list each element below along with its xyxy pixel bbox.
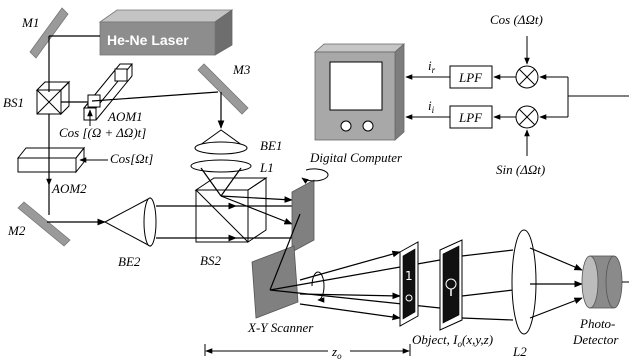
lpf-top-label: LPF (458, 70, 483, 85)
l2-label: L2 (512, 344, 527, 359)
aom2-drive-label: Cos[Ωt] (110, 151, 153, 166)
bs1-label: BS1 (3, 95, 24, 110)
photodetector-label-2: Detector (572, 332, 619, 347)
be2-label: BE2 (118, 254, 141, 269)
multiplier-top (516, 66, 538, 88)
l1-label: L1 (259, 160, 274, 175)
object-label: Object, Io(x,y,z) (412, 332, 493, 349)
mirror-m2 (18, 202, 70, 246)
m1-label: M1 (21, 15, 39, 30)
xy-scanner (252, 169, 328, 318)
scanner-label: X-Y Scanner (247, 320, 314, 335)
aom1-label: AOM1 (107, 109, 143, 124)
lpf-bottom: LPF (450, 106, 492, 128)
beam-expander-be1 (195, 130, 247, 154)
sin-dw-label: Sin (ΔΩt) (496, 162, 545, 177)
object-plates: 1 (400, 240, 462, 330)
z0-label: zo (331, 344, 342, 361)
aom2-label: AOM2 (51, 181, 87, 196)
m2-label: M2 (7, 223, 26, 238)
beamsplitter-bs1 (37, 82, 69, 114)
digital-computer (315, 44, 404, 140)
photodetector-label-1: Photo- (579, 316, 615, 331)
m3-label: M3 (232, 62, 251, 77)
be1-label: BE1 (260, 138, 282, 153)
multiplier-bottom (516, 106, 538, 128)
lpf-top: LPF (450, 66, 492, 88)
ii-label: ii (428, 98, 435, 115)
lpf-bottom-label: LPF (458, 110, 483, 125)
svg-text:1: 1 (405, 269, 413, 283)
ir-label: ir (428, 58, 436, 75)
aom2 (18, 148, 84, 172)
bs2-label: BS2 (200, 253, 221, 268)
beam-expander-be2 (105, 198, 156, 246)
photodetector (582, 256, 622, 308)
cos-dw-label: Cos (ΔΩt) (490, 12, 543, 27)
laser-label: He-Ne Laser (107, 32, 189, 48)
lens-l2 (512, 230, 536, 334)
lens-l1 (191, 160, 251, 172)
he-ne-laser: He-Ne Laser (100, 10, 232, 55)
computer-label: Digital Computer (309, 150, 403, 165)
aom1-drive-label: Cos [(Ω + ΔΩ)t] (59, 125, 146, 140)
